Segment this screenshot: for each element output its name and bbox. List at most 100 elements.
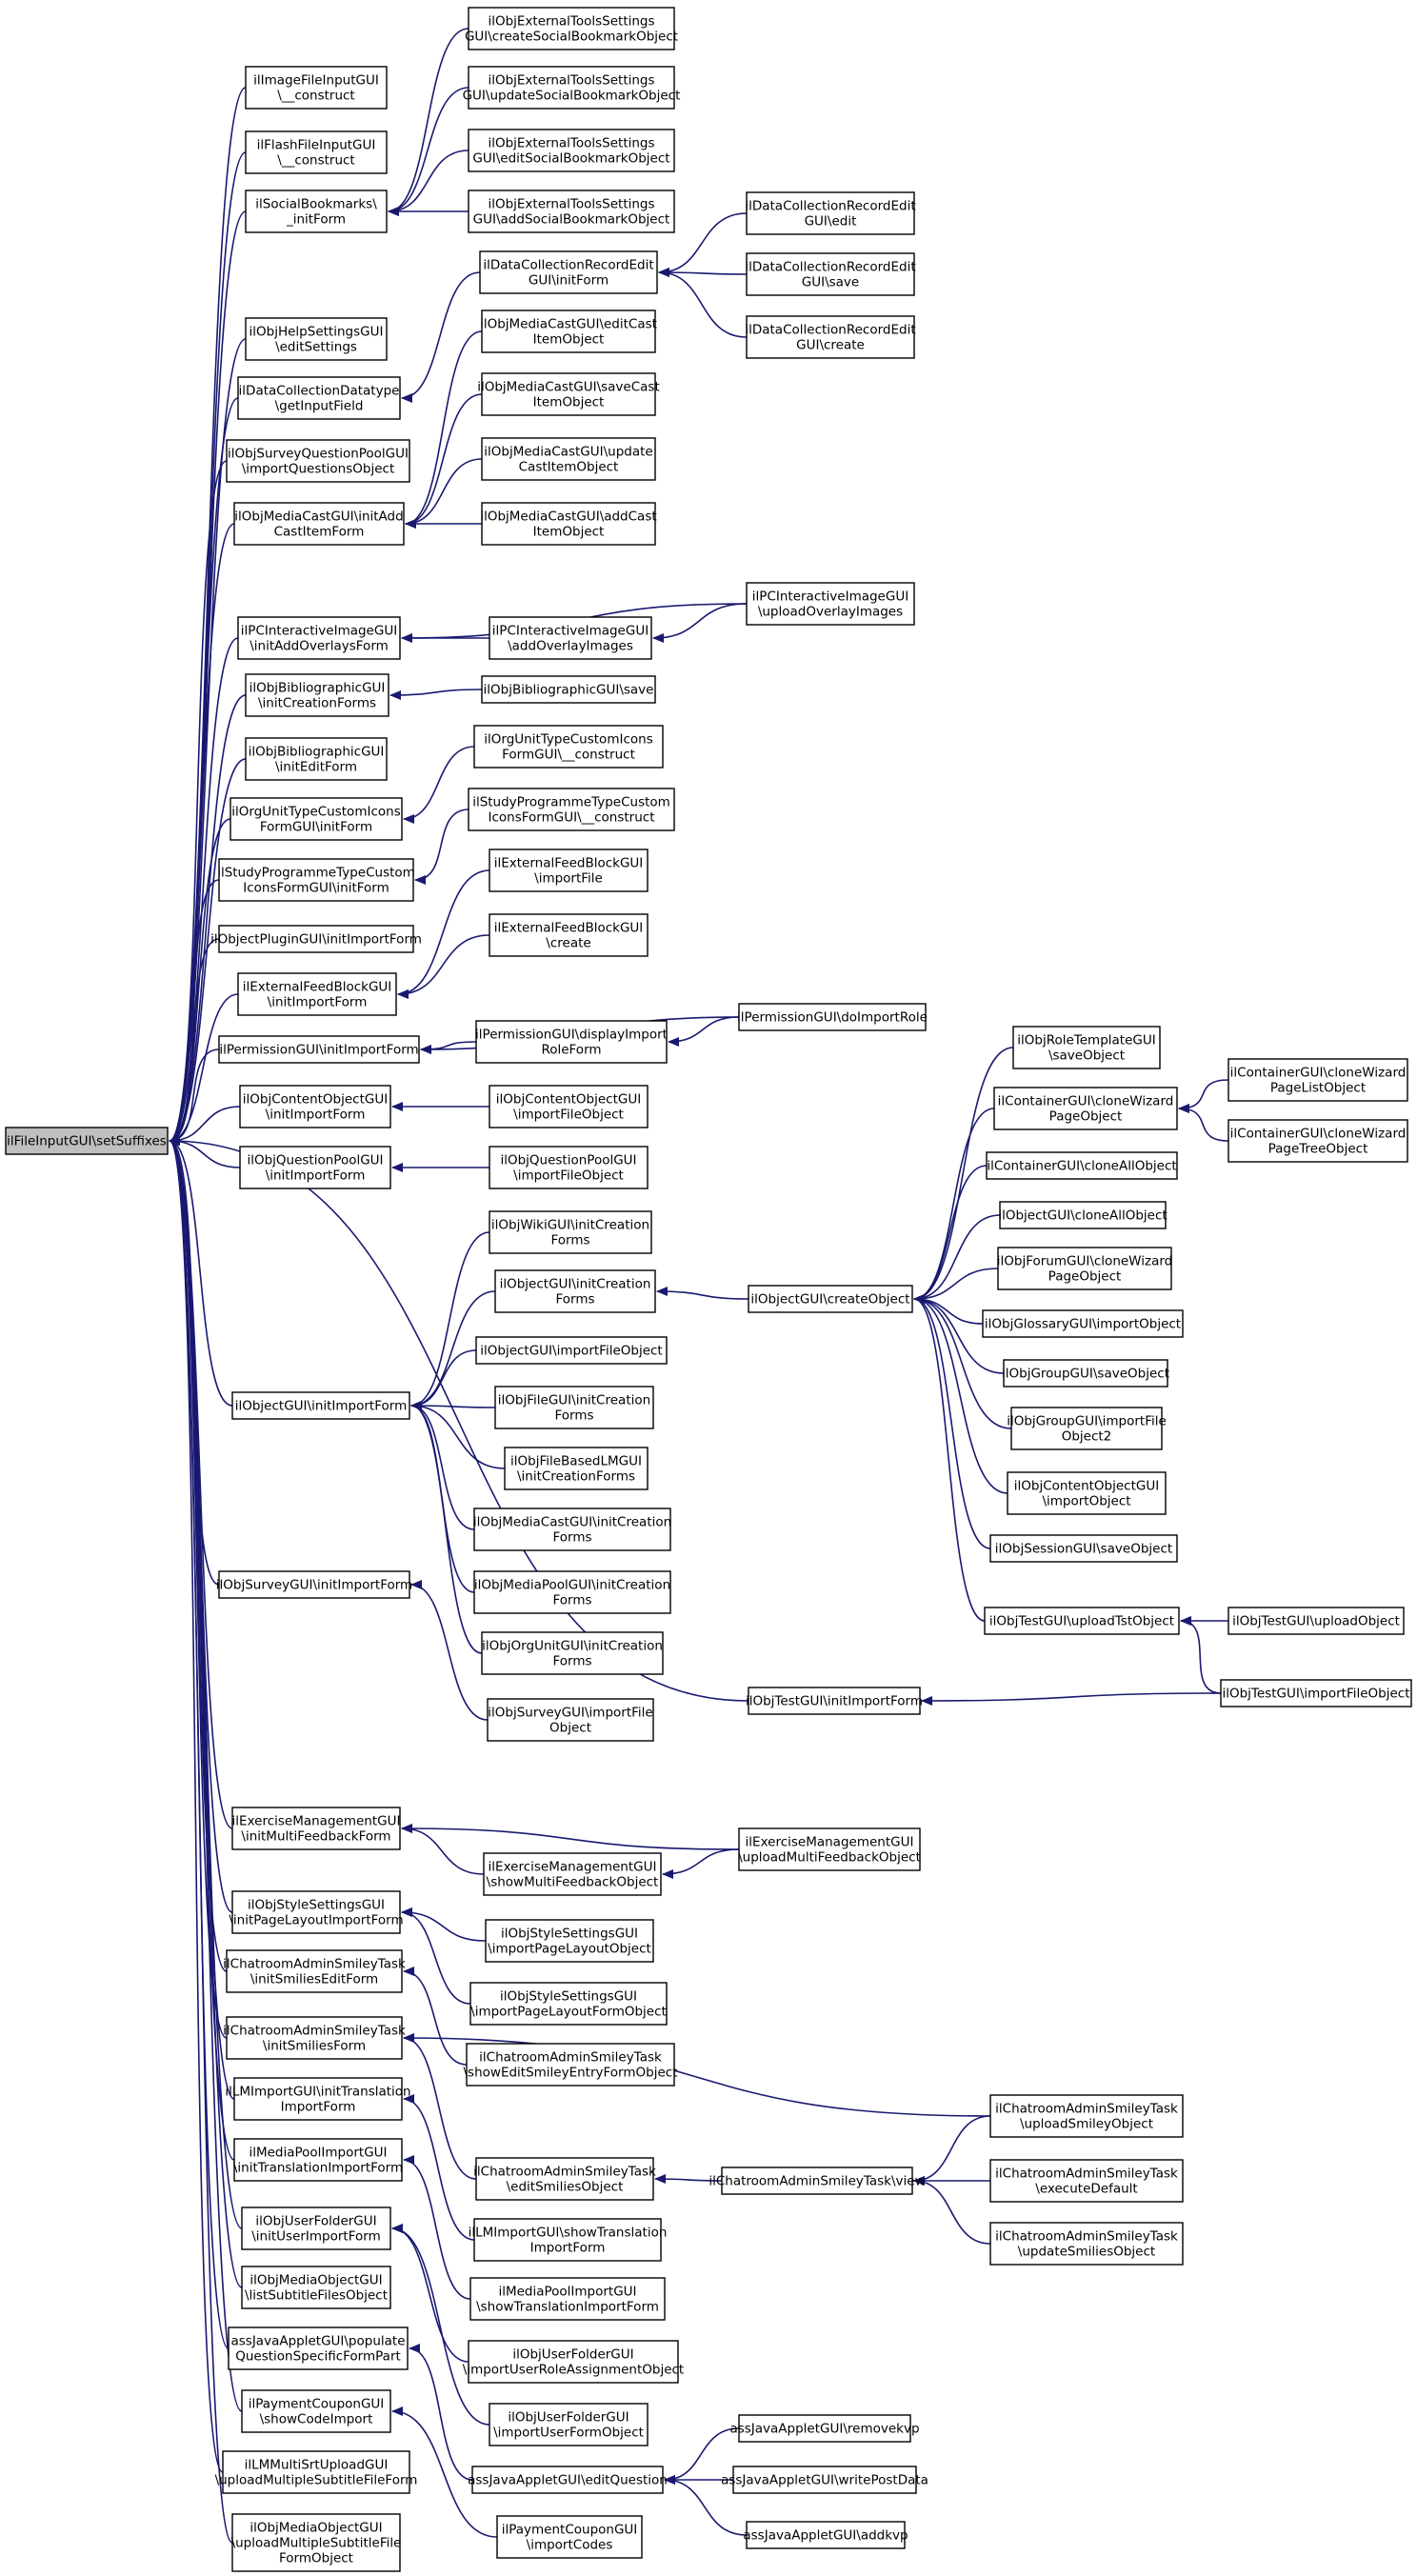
node-ilobjbibliographicgui-save[interactable]: ilObjBibliographicGUI\save <box>481 675 656 704</box>
node-ilexternalfeedblockgui-importfile[interactable]: ilExternalFeedBlockGUI\importFile <box>489 849 649 892</box>
node-ilobjectgui-initimportform[interactable]: ilObjectGUI\initImportForm <box>231 1391 410 1420</box>
node-ilobjorgunitgui-initcreationforms[interactable]: ilObjOrgUnitGUI\initCreationForms <box>481 1631 664 1675</box>
node-ilchatroomadminsmileytask-initsmiliesform[interactable]: ilChatroomAdminSmileyTask\initSmiliesFor… <box>223 2016 406 2060</box>
node-ildatacollectiondatatype-getinputfield[interactable]: ilDataCollectionDatatype\getInputField <box>237 376 401 420</box>
node-ilchatroomadminsmileytask-view[interactable]: ilChatroomAdminSmileyTask\view <box>708 2167 926 2195</box>
node-ilpaymentcoupongui-showcodeimport[interactable]: ilPaymentCouponGUI\showCodeImport <box>241 2389 391 2433</box>
node-ilobjmediacastgui-initcreationforms[interactable]: ilObjMediaCastGUI\initCreationForms <box>473 1508 671 1551</box>
node-ilobjexternaltoolssettingsgui-createsocialbookmarkobject[interactable]: ilObjExternalToolsSettingsGUI\createSoci… <box>465 7 678 50</box>
node-ilfileinputgui-setsuffixes[interactable]: ilFileInputGUI\setSuffixes <box>5 1127 169 1155</box>
node-ilexternalfeedblockgui-initimportform[interactable]: ilExternalFeedBlockGUI\initImportForm <box>237 972 397 1016</box>
node-ilobjbibliographicgui-initeditform[interactable]: ilObjBibliographicGUI\initEditForm <box>245 737 388 781</box>
node-assjavaappletgui-writepostdata[interactable]: assJavaAppletGUI\writePostData <box>721 2466 928 2494</box>
node-ilimagefileinputgui-construct[interactable]: ilImageFileInputGUI\__construct <box>245 66 388 110</box>
node-ilpcinteractiveimagegui-uploadoverlayimages[interactable]: ilPCInteractiveImageGUI\uploadOverlayIma… <box>746 582 915 626</box>
node-ilobjsurveygui-importfileobject[interactable]: ilObjSurveyGUI\importFileObject <box>487 1698 654 1742</box>
node-ilobjtestgui-uploadobject[interactable]: ilObjTestGUI\uploadObject <box>1227 1607 1405 1635</box>
node-ilobjstylesettingsgui-importpagelayoutobject[interactable]: ilObjStyleSettingsGUI\importPageLayoutOb… <box>485 1919 654 1963</box>
node-assjavaappletgui-removekvp[interactable]: assJavaAppletGUI\removekvp <box>729 2414 920 2443</box>
node-ilstudyprogrammetypecustomiconsformgui-construct[interactable]: ilStudyProgrammeTypeCustomIconsFormGUI\_… <box>468 788 675 831</box>
node-ilobjglossarygui-importobject[interactable]: ilObjGlossaryGUI\importObject <box>982 1309 1184 1338</box>
node-ilobjmediaobjectgui-listsubtitlefilesobject[interactable]: ilObjMediaObjectGUI\listSubtitleFilesObj… <box>241 2266 391 2309</box>
node-ilchatroomadminsmileytask-showeditsmileyentryformobject[interactable]: ilChatroomAdminSmileyTask\showEditSmiley… <box>464 2043 678 2087</box>
node-illmimportgui-inittranslationimportform[interactable]: ilLMImportGUI\initTranslationImportForm <box>225 2077 411 2121</box>
node-ilobjectplugingui-initimportform[interactable]: ilObjectPluginGUI\initImportForm <box>210 925 422 953</box>
node-ilflashfileinputgui-construct[interactable]: ilFlashFileInputGUI\__construct <box>245 130 388 174</box>
node-ilmediapoolimportgui-inittranslationimportform[interactable]: ilMediaPoolImportGUI\initTranslationImpo… <box>233 2138 403 2182</box>
node-ilobjexternaltoolssettingsgui-updatesocialbookmarkobject[interactable]: ilObjExternalToolsSettingsGUI\updateSoci… <box>463 66 681 110</box>
node-ilobjuserfoldergui-importuserroleassignmentobject[interactable]: ilObjUserFolderGUI\importUserRoleAssignm… <box>463 2340 684 2384</box>
node-ilobjmediapoolgui-initcreationforms[interactable]: ilObjMediaPoolGUI\initCreationForms <box>473 1570 671 1614</box>
node-ilstudyprogrammetypecustomiconsformgui-initform[interactable]: ilStudyProgrammeTypeCustomIconsFormGUI\i… <box>217 858 415 902</box>
node-ilobjroletemplategui-saveobject[interactable]: ilObjRoleTemplateGUI\saveObject <box>1012 1026 1161 1069</box>
node-ilobjexternaltoolssettingsgui-editsocialbookmarkobject[interactable]: ilObjExternalToolsSettingsGUI\editSocial… <box>468 129 675 172</box>
node-ilobjcontentobjectgui-initimportform[interactable]: ilObjContentObjectGUI\initImportForm <box>239 1085 391 1128</box>
node-ilobjquestionpoolgui-initimportform[interactable]: ilObjQuestionPoolGUI\initImportForm <box>239 1146 391 1189</box>
node-ilobjmediaobjectgui-uploadmultiplesubtitlefileformobject[interactable]: ilObjMediaObjectGUI\uploadMultipleSubtit… <box>231 2513 402 2572</box>
node-ilsocialbookmarks-initform[interactable]: ilSocialBookmarks\_initForm <box>245 190 388 233</box>
node-ilmediapoolimportgui-showtranslationimportform[interactable]: ilMediaPoolImportGUI\showTranslationImpo… <box>469 2277 666 2321</box>
node-ilobjsurveygui-initimportform[interactable]: ilObjSurveyGUI\initImportForm <box>216 1570 412 1599</box>
node-ilexercisemanagementgui-showmultifeedbackobject[interactable]: ilExerciseManagementGUI\showMultiFeedbac… <box>483 1852 662 1896</box>
node-ilobjuserfoldergui-importuserformobject[interactable]: ilObjUserFolderGUI\importUserFormObject <box>489 2403 649 2446</box>
node-ilobjbibliographicgui-initcreationforms[interactable]: ilObjBibliographicGUI\initCreationForms <box>245 673 389 717</box>
node-ilcontainergui-cloneallobject[interactable]: ilContainerGUI\cloneAllObject <box>986 1151 1178 1180</box>
node-ilobjsurveyquestionpoolgui-importquestionsobject[interactable]: ilObjSurveyQuestionPoolGUI\importQuestio… <box>226 439 410 483</box>
node-ilobjgroupgui-saveobject[interactable]: ilObjGroupGUI\saveObject <box>1002 1359 1169 1388</box>
node-ilchatroomadminsmileytask-updatesmiliesobject[interactable]: ilChatroomAdminSmileyTask\updateSmiliesO… <box>989 2222 1184 2266</box>
node-ilpcinteractiveimagegui-addoverlayimages[interactable]: ilPCInteractiveImageGUI\addOverlayImages <box>489 616 652 660</box>
node-ilobjcontentobjectgui-importfileobject[interactable]: ilObjContentObjectGUI\importFileObject <box>489 1085 649 1128</box>
node-ilobjcontentobjectgui-importobject[interactable]: ilObjContentObjectGUI\importObject <box>1007 1471 1167 1515</box>
node-ilobjquestionpoolgui-importfileobject[interactable]: ilObjQuestionPoolGUI\importFileObject <box>489 1146 649 1189</box>
node-ilobjtestgui-uploadtstobject[interactable]: ilObjTestGUI\uploadTstObject <box>984 1607 1180 1635</box>
node-ilobjectgui-createobject[interactable]: ilObjectGUI\createObject <box>748 1285 913 1313</box>
node-illmmultisrtuploadgui-uploadmultiplesubtitlefileform[interactable]: ilLMMultiSrtUploadGUI\uploadMultipleSubt… <box>215 2450 418 2494</box>
node-ilchatroomadminsmileytask-uploadsmileyobject[interactable]: ilChatroomAdminSmileyTask\uploadSmileyOb… <box>989 2094 1184 2138</box>
node-ilexternalfeedblockgui-create[interactable]: ilExternalFeedBlockGUI\create <box>489 913 649 957</box>
node-ilobjectgui-importfileobject[interactable]: ilObjectGUI\importFileObject <box>475 1336 668 1365</box>
node-ilobjectgui-initcreationforms[interactable]: ilObjectGUI\initCreationForms <box>494 1269 656 1313</box>
node-illmimportgui-showtranslationimportform[interactable]: ilLMImportGUI\showTranslationImportForm <box>469 2218 668 2262</box>
node-assjavaappletgui-populatequestionspecificformpart[interactable]: assJavaAppletGUI\populateQuestionSpecifi… <box>228 2326 409 2370</box>
node-ilobjfilegui-initcreationforms[interactable]: ilObjFileGUI\initCreationForms <box>494 1386 654 1429</box>
node-ilobjwikigui-initcreationforms[interactable]: ilObjWikiGUI\initCreationForms <box>489 1210 652 1254</box>
node-ilexercisemanagementgui-uploadmultifeedbackobject[interactable]: ilExerciseManagementGUI\uploadMultiFeedb… <box>738 1827 921 1871</box>
node-ilchatroomadminsmileytask-initsmilieseditform[interactable]: ilChatroomAdminSmileyTask\initSmiliesEdi… <box>223 1949 406 1993</box>
node-ilpermissiongui-doimportrole[interactable]: ilPermissionGUI\doImportRole <box>737 1003 928 1031</box>
node-ilchatroomadminsmileytask-editsmiliesobject[interactable]: ilChatroomAdminSmileyTask\editSmiliesObj… <box>473 2157 656 2201</box>
node-ilobjuserfoldergui-inituserimportform[interactable]: ilObjUserFolderGUI\initUserImportForm <box>241 2207 391 2250</box>
node-ilobjtestgui-initimportform[interactable]: ilObjTestGUI\initImportForm <box>746 1687 923 1715</box>
node-assjavaappletgui-addkvp[interactable]: assJavaAppletGUI\addkvp <box>743 2521 908 2549</box>
node-ilpermissiongui-initimportform[interactable]: ilPermissionGUI\initImportForm <box>218 1035 420 1064</box>
node-ilobjectgui-cloneallobject[interactable]: ilObjectGUI\cloneAllObject <box>998 1201 1168 1229</box>
node-ilobjstylesettingsgui-importpagelayoutformobject[interactable]: ilObjStyleSettingsGUI\importPageLayoutFo… <box>469 1982 668 2026</box>
node-ilobjhelpsettingsgui-editsettings[interactable]: ilObjHelpSettingsGUI\editSettings <box>245 317 388 361</box>
node-assjavaappletgui-editquestion[interactable]: assJavaAppletGUI\editQuestion <box>468 2466 668 2494</box>
node-ilorgunittypecustomiconsformgui-construct[interactable]: ilOrgUnitTypeCustomIconsFormGUI\__constr… <box>473 725 664 769</box>
node-ilobjsessiongui-saveobject[interactable]: ilObjSessionGUI\saveObject <box>989 1534 1178 1563</box>
node-ilobjtestgui-importfileobject[interactable]: ilObjTestGUI\importFileObject <box>1220 1679 1412 1707</box>
node-ilobjexternaltoolssettingsgui-addsocialbookmarkobject[interactable]: ilObjExternalToolsSettingsGUI\addSocialB… <box>468 190 675 233</box>
node-ilchatroomadminsmileytask-executedefault[interactable]: ilChatroomAdminSmileyTask\executeDefault <box>989 2159 1184 2203</box>
node-ilexercisemanagementgui-initmultifeedbackform[interactable]: ilExerciseManagementGUI\initMultiFeedbac… <box>231 1807 401 1850</box>
node-ilpcinteractiveimagegui-initaddoverlaysform[interactable]: ilPCInteractiveImageGUI\initAddOverlaysF… <box>237 616 401 660</box>
node-ilobjfilebasedlmgui-initcreationforms[interactable]: ilObjFileBasedLMGUI\initCreationForms <box>504 1447 649 1490</box>
node-ilpaymentcoupongui-importcodes[interactable]: ilPaymentCouponGUI\importCodes <box>496 2515 643 2559</box>
node-ilobjstylesettingsgui-initpagelayoutimportform[interactable]: ilObjStyleSettingsGUI\initPageLayoutImpo… <box>229 1890 404 1934</box>
